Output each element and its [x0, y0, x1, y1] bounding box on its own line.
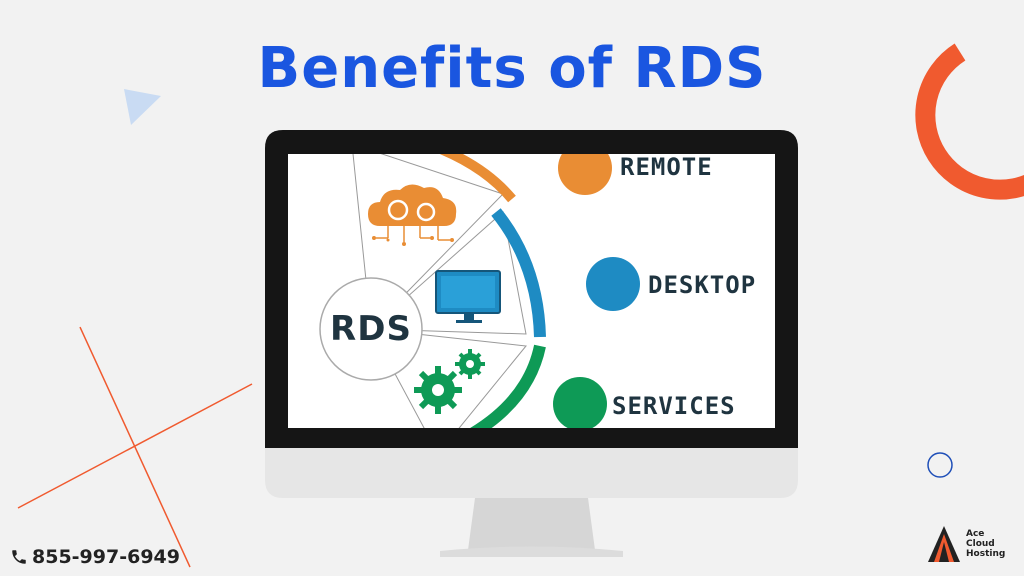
- logo-text: Ace Cloud Hosting: [966, 529, 1005, 559]
- remote-label: REMOTE: [620, 153, 713, 181]
- cross-line-decoration: [79, 326, 191, 568]
- phone-contact[interactable]: 855-997-6949: [10, 546, 180, 568]
- monitor-stand-base: [440, 546, 623, 557]
- green-arc: [470, 344, 546, 428]
- cloud-gears-icon: [368, 184, 457, 246]
- rds-center-label: RDS: [330, 309, 412, 349]
- orange-arc: [439, 154, 516, 203]
- services-label: SERVICES: [612, 392, 736, 420]
- services-dot: [553, 377, 607, 428]
- phone-number: 855-997-6949: [32, 546, 180, 568]
- logo-line: Ace: [966, 529, 985, 539]
- desktop-label: DESKTOP: [648, 271, 757, 299]
- orange-arc-decoration: [915, 43, 1024, 200]
- logo-line: Hosting: [966, 549, 1006, 559]
- remote-dot: [558, 154, 612, 195]
- monitor-chin: [265, 448, 798, 498]
- triangle-decoration: [124, 89, 161, 125]
- desktop-dot: [586, 257, 640, 311]
- page-title: Benefits of RDS: [257, 36, 767, 101]
- monitor-stand: [468, 498, 595, 550]
- phone-icon: [12, 550, 26, 564]
- rds-center-circle: [319, 277, 423, 381]
- rds-infographic: [319, 154, 640, 428]
- ace-logo-mark-icon: [928, 526, 960, 562]
- logo-line: Cloud: [966, 539, 995, 549]
- gears-icon: [414, 349, 485, 414]
- monitor-icon: [435, 270, 501, 323]
- ace-cloud-hosting-logo[interactable]: Ace Cloud Hosting: [926, 522, 1018, 566]
- circle-outline-decoration: [927, 452, 953, 478]
- cross-line-decoration: [17, 383, 253, 509]
- blue-arc: [491, 208, 546, 338]
